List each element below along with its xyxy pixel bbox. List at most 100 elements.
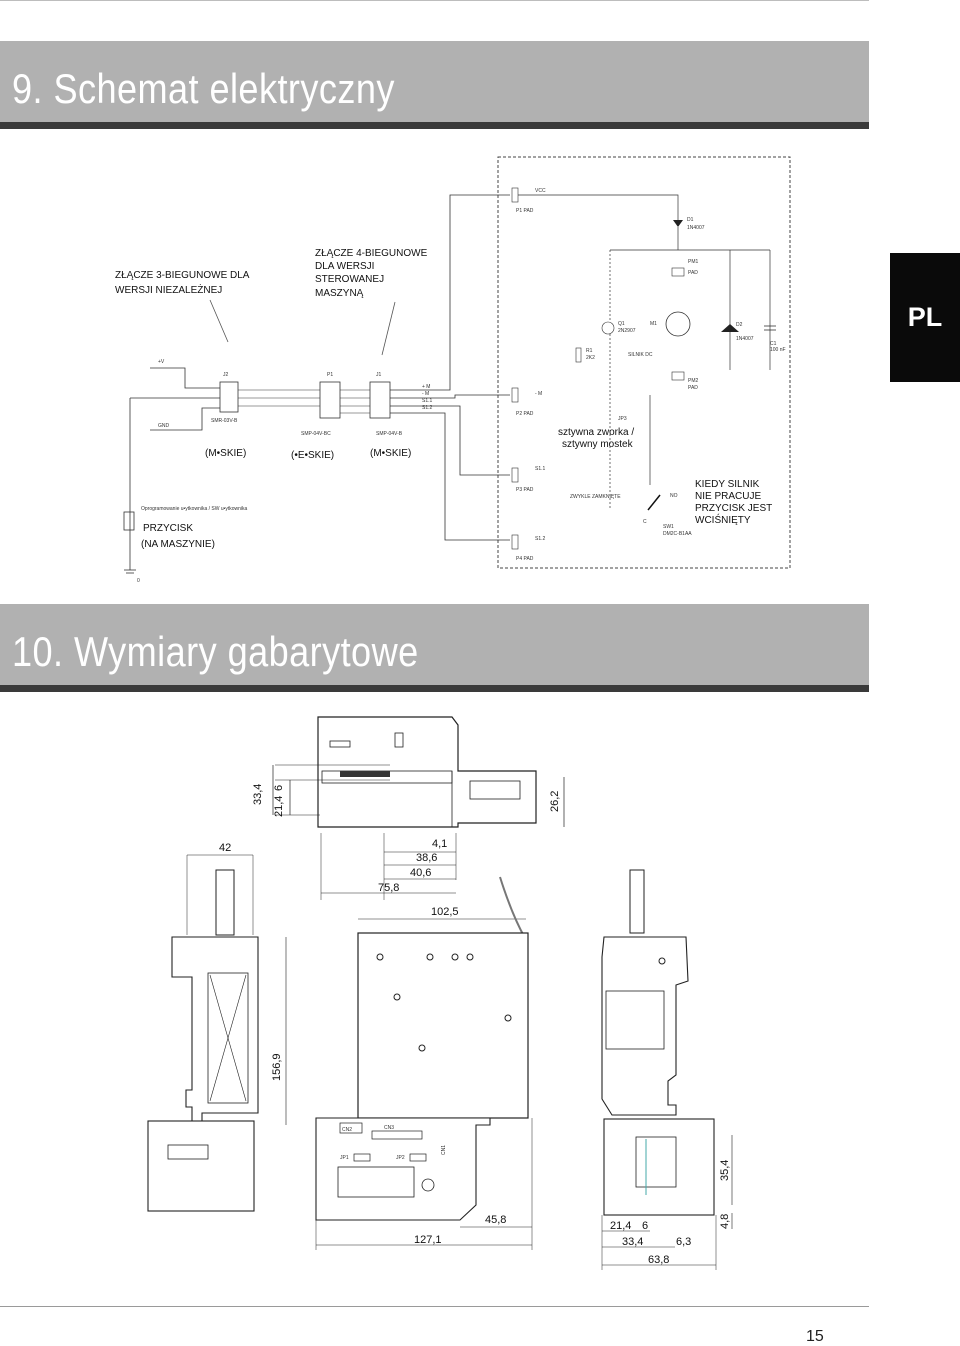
dim-127-1: 127,1 (414, 1234, 442, 1246)
dim-right-21-4: 21,4 (610, 1220, 631, 1232)
note-line3: PRZYCISK JEST (695, 503, 772, 514)
motor-symbol (665, 311, 691, 337)
label-4pin-line3: STEROWANEJ (315, 274, 384, 285)
c1-value: 100 nF (770, 347, 786, 353)
dim-26-2: 26,2 (549, 791, 561, 812)
dim-38-6: 38,6 (416, 852, 437, 864)
r1-label: R1 (586, 348, 593, 354)
software-note: Oprogramowanie u•ytkownika / SW u•ytkown… (141, 506, 248, 512)
section-10-title: 10. Wymiary gabarytowe (12, 628, 419, 675)
left-view-shaft (215, 869, 235, 936)
left-view-base (147, 1120, 255, 1212)
dim-40-6: 40,6 (410, 867, 431, 879)
pad-p3: P3 PAD (516, 487, 534, 493)
dim-33-4: 33,4 (252, 784, 264, 805)
dim-6-3: 6,3 (676, 1236, 691, 1248)
header-underline (0, 685, 869, 692)
label-4pin-line1: ZŁĄCZE 4-BIEGUNOWE (315, 248, 428, 259)
right-view-shaft (629, 869, 645, 934)
pm2-pad: PAD (688, 385, 698, 391)
j1-gender: (M•SKIE) (370, 448, 411, 459)
dim-21-4: 21,4 (273, 796, 285, 817)
language-tab: PL (890, 253, 960, 382)
connector-j2 (219, 381, 239, 413)
j2-gender: (M•SKIE) (205, 448, 246, 459)
note-line2: NIE PRACUJE (695, 491, 761, 502)
front-view-cable (499, 876, 526, 939)
jp2-label: JP2 (396, 1155, 405, 1161)
cn2-label: CN2 (342, 1127, 352, 1133)
pm1-label: PM1 (688, 259, 699, 265)
label-3pin-line2: WERSJI NIEZALEŻNEJ (115, 283, 222, 296)
resistor-r1 (575, 347, 582, 363)
c-label: C (643, 519, 647, 525)
r1-value: 2K2 (586, 355, 595, 361)
pm1-pad: PAD (688, 270, 698, 276)
dim-102-5: 102,5 (431, 906, 459, 918)
d1-part: 1N4007 (687, 225, 705, 231)
p1-gender: (•E•SKIE) (291, 450, 334, 461)
dim-4-1: 4,1 (432, 838, 447, 850)
section-9-header: 9. Schemat elektryczny (0, 41, 869, 129)
jumper-line2: sztywny mostek (562, 439, 634, 450)
j1-pin-3: S1.1 (422, 398, 433, 404)
q1-part: 2N2907 (618, 328, 636, 334)
s11-label: S1.1 (535, 466, 546, 472)
m1-label: M1 (650, 321, 657, 327)
label-4pin-line4: MASZYNĄ (315, 288, 364, 299)
top-view-outline (317, 716, 537, 828)
connector-j1 (369, 381, 391, 419)
pm2-label: PM2 (688, 378, 699, 384)
j1-pin-2: - M (422, 391, 429, 397)
jumper-line1: sztywna zworka / (558, 427, 634, 438)
connector-p1 (319, 381, 341, 419)
j1-pin-4: S1.2 (422, 405, 433, 411)
button-label-1: PRZYCISK (143, 523, 193, 534)
dim-63-8: 63,8 (648, 1254, 669, 1266)
jp1-label: JP1 (340, 1155, 349, 1161)
push-button-symbol (123, 511, 135, 531)
j1-part: SMP-04V-B (376, 431, 403, 437)
pad-p2: P2 PAD (516, 411, 534, 417)
label-4pin-line2: DLA WERSJI (315, 261, 374, 272)
cn1-label: CN1 (441, 1145, 447, 1155)
motor-label: SILNIK DC (628, 352, 653, 358)
sw1-part: DM2C-B1AA (663, 531, 692, 537)
dim-35-4: 35,4 (719, 1160, 731, 1181)
dim-42: 42 (219, 842, 231, 854)
p1-connector-label: P1 (327, 372, 333, 378)
d2-part: 1N4007 (736, 336, 754, 342)
diode-d1 (673, 220, 683, 227)
left-view-body (171, 936, 259, 1126)
dim-6: 6 (273, 785, 285, 791)
jp3-label: JP3 (618, 416, 627, 422)
minus-m-label: - M (535, 391, 542, 397)
no-label: NO (670, 493, 678, 499)
s12-label: S1.2 (535, 536, 546, 542)
note-line1: KIEDY SILNIK (695, 479, 760, 490)
gnd-label: GND (158, 423, 170, 429)
electrical-schematic: ZŁĄCZE 3-BIEGUNOWE DLA WERSJI NIEZALEŻNE… (110, 150, 800, 590)
footer-rule (0, 1306, 869, 1307)
transistor-q1 (601, 321, 615, 335)
pad-p4: P4 PAD (516, 556, 534, 562)
dim-45-8: 45,8 (485, 1214, 506, 1226)
section-9-title: 9. Schemat elektryczny (12, 65, 395, 112)
pad-p1: P1 PAD (516, 208, 534, 214)
j2-part: SMR-03V-B (211, 418, 238, 424)
section-10-header: 10. Wymiary gabarytowe (0, 604, 869, 692)
dim-75-8: 75,8 (378, 882, 399, 894)
sw1-label: SW1 (663, 524, 674, 530)
vcc-label: VCC (535, 188, 546, 194)
plus-v-label: +V (158, 359, 165, 365)
front-view-base (315, 1117, 491, 1221)
right-view-base (603, 1118, 715, 1216)
cn3-label: CN3 (384, 1125, 394, 1131)
label-3pin-line1: ZŁĄCZE 3-BIEGUNOWE DLA (115, 270, 250, 281)
j2-label: J2 (223, 372, 229, 378)
button-label-2: (NA MASZYNIE) (141, 539, 215, 550)
q1-label: Q1 (618, 321, 625, 327)
page-number: 15 (806, 1328, 824, 1345)
dim-right-33-4: 33,4 (622, 1236, 643, 1248)
ground-zero: 0 (137, 578, 140, 584)
